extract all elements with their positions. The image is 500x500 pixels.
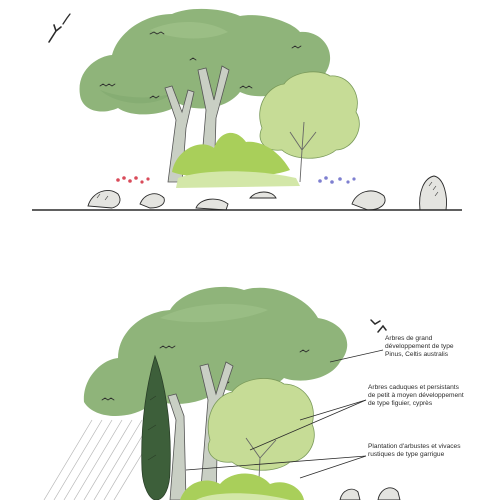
annotation-small-trees: Arbres caduques et persistants de petit … (368, 384, 464, 408)
garrigue-shrubs (180, 473, 304, 500)
garrigue-shrubs (172, 132, 300, 188)
bird-icon (48, 24, 62, 43)
bottom-illustration (43, 286, 401, 500)
fig-tree (207, 378, 315, 500)
annotation-leaders (185, 349, 384, 479)
top-illustration (32, 8, 462, 211)
rocks (339, 487, 401, 500)
bird-icon (370, 319, 387, 333)
fig-tree (259, 71, 360, 183)
red-flowers (116, 176, 150, 184)
annotation-large-trees: Arbres de grand développement de type Pi… (385, 335, 454, 359)
annotation-shrubs: Plantation d'arbustes et vivaces rustiqu… (368, 443, 461, 459)
pine-tree-canopy (79, 8, 331, 115)
blue-flowers (318, 176, 356, 184)
rocks (87, 175, 447, 211)
canopy-hatching (99, 31, 302, 99)
cypress-tree (141, 354, 171, 500)
rock-hatching (96, 181, 439, 201)
shadow-hatching (43, 419, 149, 500)
bird-icon (62, 13, 71, 25)
